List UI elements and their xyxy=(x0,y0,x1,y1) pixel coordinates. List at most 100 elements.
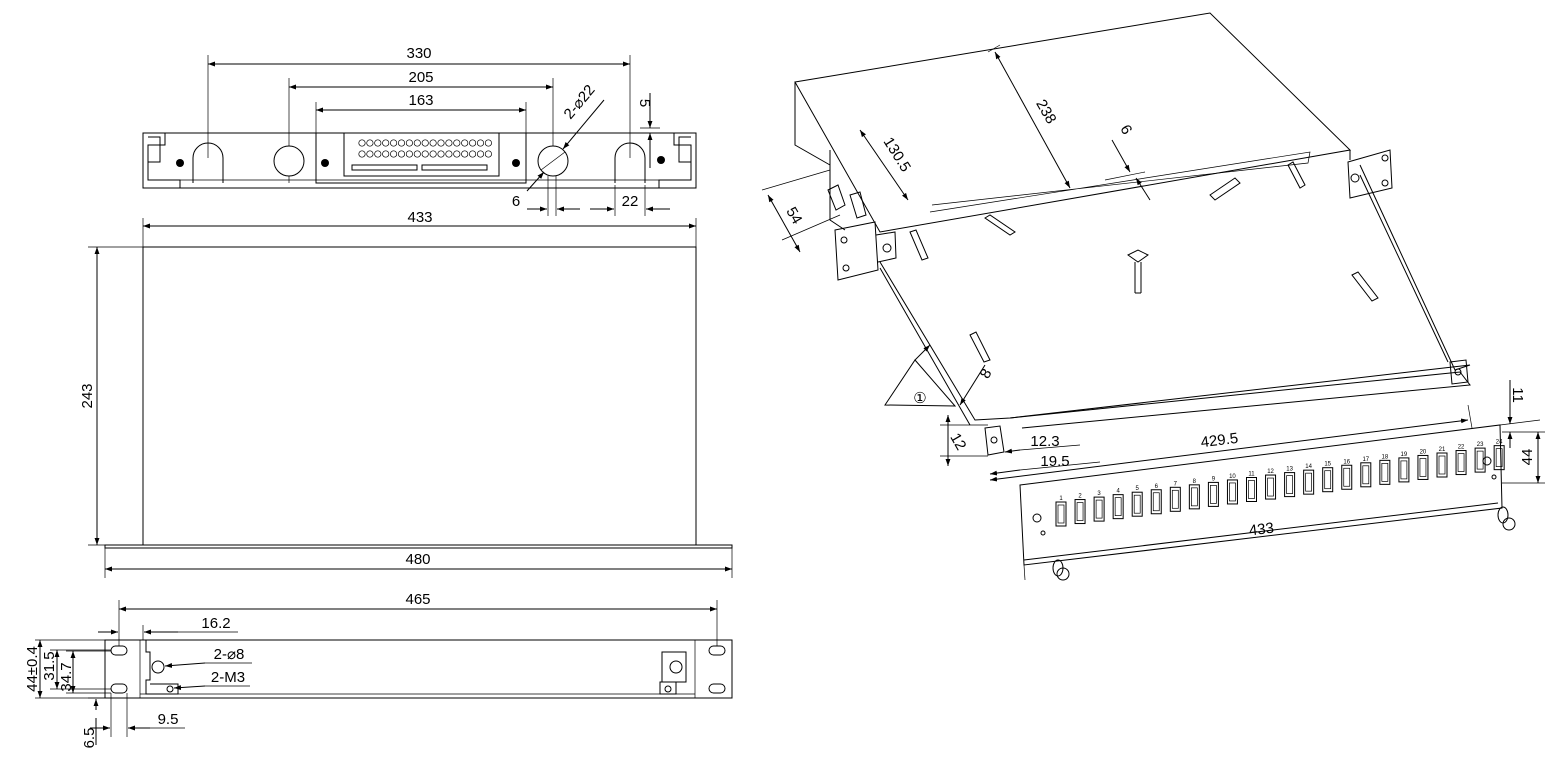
adapter-port-inner xyxy=(1457,453,1465,472)
adapter-port xyxy=(1246,477,1257,502)
connector-hole xyxy=(437,139,445,147)
dim-480-label: 480 xyxy=(405,551,430,568)
adapter-port-inner xyxy=(1095,499,1103,519)
connector-hole xyxy=(382,150,390,158)
adapter-port-inner xyxy=(1381,463,1389,482)
connector-hole xyxy=(461,139,469,147)
adapter-port-inner xyxy=(1362,465,1370,485)
rear-panel-outline xyxy=(142,132,697,189)
dim-31-5: 31.5 xyxy=(41,649,111,690)
adapter-port-inner xyxy=(1210,485,1217,504)
adapter-port-inner xyxy=(1305,472,1313,492)
port-number: 16 xyxy=(1343,459,1350,465)
dim-19-5: 19.5 xyxy=(989,453,1101,476)
dim-44-front: 44±0.4 xyxy=(24,639,105,699)
dim-433-iso: 433 xyxy=(1023,502,1499,581)
dim-238: 238 xyxy=(987,44,1071,189)
adapter-port xyxy=(1226,479,1238,505)
leader-m3: 2-M3 xyxy=(173,669,250,690)
dim-12-iso-label: 12 xyxy=(946,430,969,453)
iso-left-bracket xyxy=(827,150,897,281)
adapter-port-inner xyxy=(1400,460,1408,480)
connector-hole xyxy=(366,139,374,147)
dim-9-5-label: 9.5 xyxy=(158,711,179,728)
adapter-port xyxy=(1150,489,1162,515)
port-number: 21 xyxy=(1439,447,1446,453)
dim-205-label: 205 xyxy=(408,69,433,86)
adapter-port xyxy=(1265,474,1277,500)
adapter-port-inner xyxy=(1229,482,1236,502)
connector-hole xyxy=(437,150,445,158)
adapter-port xyxy=(1284,472,1296,498)
port-number: 5 xyxy=(1136,486,1140,492)
dim-243-label: 243 xyxy=(79,383,96,408)
dim-433-plan-label: 433 xyxy=(407,209,432,226)
connector-hole xyxy=(405,139,413,147)
port-number: 19 xyxy=(1401,452,1408,458)
port-number: 18 xyxy=(1382,454,1389,460)
port-number: 15 xyxy=(1324,462,1331,468)
connector-hole xyxy=(421,150,429,158)
dim-6-5-label: 6.5 xyxy=(81,728,98,749)
adapter-port xyxy=(1417,454,1429,480)
dim-16-2: 16.2 xyxy=(98,615,238,640)
connector-hole xyxy=(397,150,406,158)
callout-1-label: ① xyxy=(913,390,926,407)
dim-433-iso-label: 433 xyxy=(1248,520,1275,540)
port-number: 10 xyxy=(1229,474,1236,480)
connector-hole xyxy=(469,139,477,147)
connector-hole xyxy=(374,150,382,158)
port-number: 4 xyxy=(1116,489,1120,495)
adapter-port xyxy=(1131,491,1143,517)
dim-22-top: 22 xyxy=(590,185,670,216)
port-number: 7 xyxy=(1174,481,1178,487)
connector-hole xyxy=(429,139,437,147)
callout-1: ① xyxy=(884,344,957,407)
adapter-port-inner xyxy=(1114,497,1122,516)
dim-44-iso-label: 44 xyxy=(1519,449,1536,466)
connector-hole xyxy=(484,150,492,158)
adapter-port xyxy=(1055,501,1067,527)
dim-5: 5 xyxy=(636,93,660,168)
port-number: 23 xyxy=(1477,442,1484,448)
dim-429-5-label: 429.5 xyxy=(1200,430,1239,451)
port-number: 13 xyxy=(1286,467,1293,473)
connector-hole xyxy=(429,150,437,158)
adapter-port xyxy=(1303,469,1315,495)
dim-243: 243 xyxy=(79,246,143,546)
dim-hole-22: 2-⌀22 xyxy=(526,82,605,192)
connector-hole xyxy=(405,150,413,158)
adapter-port xyxy=(1436,452,1448,478)
port-number: 20 xyxy=(1420,449,1427,455)
connector-hole xyxy=(397,139,406,147)
adapter-port-inner xyxy=(1057,504,1065,524)
connector-hole xyxy=(445,150,453,158)
dim-6-5: 6.5 xyxy=(81,697,115,749)
dim-19-5-label: 19.5 xyxy=(1040,453,1069,470)
dim-54-label: 54 xyxy=(782,204,805,227)
dim-465-label: 465 xyxy=(405,591,430,608)
iso-thumbscrews xyxy=(1052,506,1516,581)
port-number: 12 xyxy=(1267,469,1274,475)
iso-spool-screw xyxy=(1127,249,1149,294)
dim-16-2-label: 16.2 xyxy=(201,615,230,632)
connector-hole xyxy=(476,139,485,147)
adapter-port xyxy=(1341,464,1353,490)
plan-view: 433 243 480 xyxy=(79,209,733,578)
dim-163: 163 xyxy=(315,92,527,133)
dim-8: 8 xyxy=(959,364,996,406)
connector-grid xyxy=(358,139,492,158)
adapter-port xyxy=(1493,445,1505,471)
adapter-port-inner xyxy=(1267,477,1274,497)
dim-6-iso: 6 xyxy=(1104,122,1151,201)
adapter-port-inner xyxy=(1286,475,1293,494)
connector-hole xyxy=(453,150,461,158)
adapter-port xyxy=(1360,462,1372,488)
dim-31-5-label: 31.5 xyxy=(41,651,58,680)
adapter-port xyxy=(1398,457,1410,483)
dim-6-top-label: 6 xyxy=(512,193,520,210)
dim-480: 480 xyxy=(104,548,733,578)
connector-hole xyxy=(445,139,453,147)
leader-hole-8: 2-⌀8 xyxy=(164,646,252,668)
